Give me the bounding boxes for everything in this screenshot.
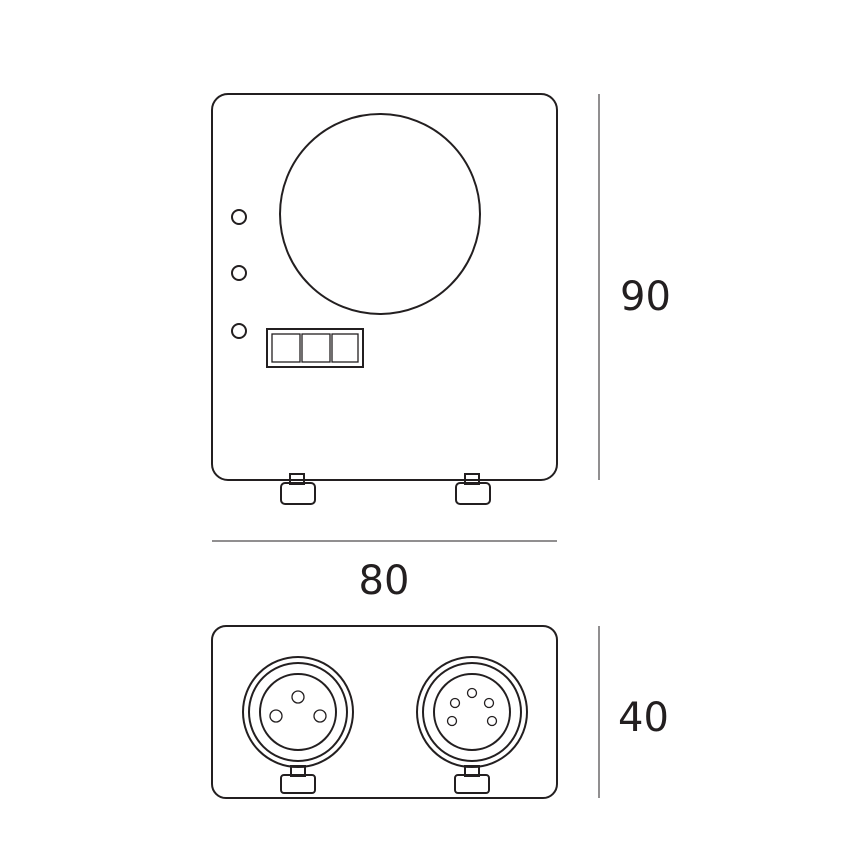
xlr-pin-2 (269, 709, 283, 723)
front-sensor-lens (279, 113, 481, 315)
dimension-depth: 40 (598, 626, 669, 798)
dimension-height-label: 90 (620, 274, 671, 320)
indicator-led-3 (231, 323, 247, 339)
xlr-3pin-connector (242, 656, 354, 768)
dimension-height: 90 (598, 94, 671, 480)
front-view (211, 93, 558, 505)
mounting-clip-left (280, 473, 316, 505)
xlr5-pin-5 (486, 715, 498, 727)
dimension-depth-label: 40 (618, 695, 669, 741)
dip-switch-frame (266, 328, 364, 368)
dip-switch-2 (301, 333, 331, 363)
dip-switch-1 (271, 333, 301, 363)
xlr-pin-3 (313, 709, 327, 723)
indicator-led-2 (231, 265, 247, 281)
bottom-view (211, 625, 558, 799)
mounting-clip-right (455, 473, 491, 505)
dip-switch-block (266, 328, 364, 368)
front-body-outline (211, 93, 558, 481)
xlr-5pin-connector (416, 656, 528, 768)
indicator-led-1 (231, 209, 247, 225)
bottom-clip-right (454, 765, 490, 794)
xlr5-pin-4 (446, 715, 458, 727)
bottom-clip-left (280, 765, 316, 794)
dip-switch-3 (331, 333, 359, 363)
xlr5-pin-1 (466, 687, 478, 699)
dimension-width: 80 (212, 540, 557, 604)
bottom-body-outline (211, 625, 558, 799)
dimension-width-label: 80 (359, 558, 410, 604)
xlr5-pin-3 (483, 697, 495, 709)
xlr5-pin-2 (449, 697, 461, 709)
xlr-pin-1 (291, 690, 305, 704)
